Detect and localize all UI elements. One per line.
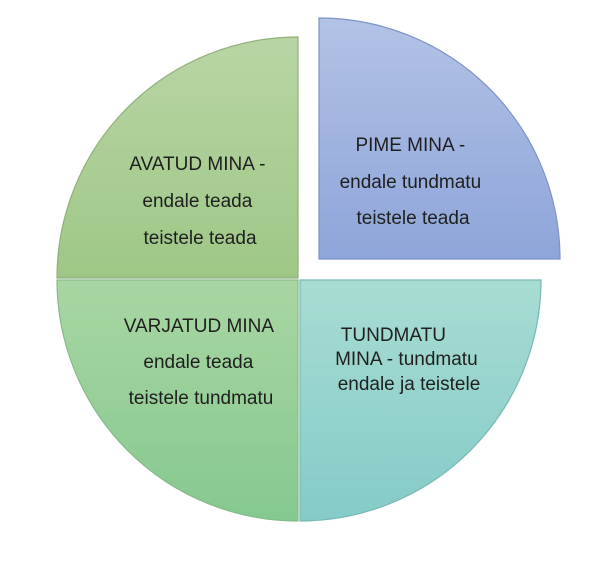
quadrant-open-line-2: endale teada bbox=[142, 191, 252, 212]
quadrant-unknown-self: TUNDMATU MINA - tundmatu endale ja teist… bbox=[299, 279, 542, 522]
quadrant-blind-line-3: teistele teada bbox=[356, 208, 469, 229]
quadrant-open-line-1: AVATUD MINA - bbox=[129, 154, 265, 175]
quadrant-blind-line-2: endale tundmatu bbox=[340, 172, 482, 193]
quadrant-blind-label: PIME MINA - endale tundmatu teistele tea… bbox=[340, 135, 487, 229]
quadrant-hidden-line-3: teistele tundmatu bbox=[129, 388, 274, 409]
quadrant-open-self: AVATUD MINA - endale teada teistele tead… bbox=[56, 36, 299, 279]
quadrant-hidden-line-2: endale teada bbox=[143, 352, 253, 373]
quadrant-unknown-label: TUNDMATU MINA - tundmatu endale ja teist… bbox=[335, 325, 483, 395]
quadrant-open-shape bbox=[56, 36, 299, 279]
quadrant-unknown-line-3: endale ja teistele bbox=[338, 374, 481, 395]
quadrant-unknown-line-1: TUNDMATU bbox=[341, 325, 446, 346]
quadrant-blind-line-1: PIME MINA - bbox=[355, 135, 465, 156]
quadrant-hidden-shape bbox=[56, 279, 299, 522]
quadrant-unknown-line-2: MINA - tundmatu bbox=[335, 349, 478, 370]
quadrant-open-label: AVATUD MINA - endale teada teistele tead… bbox=[129, 154, 270, 249]
quadrant-open-line-3: teistele teada bbox=[143, 228, 256, 249]
quadrant-hidden-line-1: VARJATUD MINA bbox=[124, 316, 275, 337]
quadrant-blind-self: PIME MINA - endale tundmatu teistele tea… bbox=[318, 17, 561, 260]
quadrant-hidden-label: VARJATUD MINA endale teada teistele tund… bbox=[124, 316, 278, 409]
quadrant-unknown-shape bbox=[299, 279, 542, 522]
quadrant-blind-shape bbox=[318, 17, 561, 260]
quadrant-hidden-self: VARJATUD MINA endale teada teistele tund… bbox=[56, 279, 299, 522]
